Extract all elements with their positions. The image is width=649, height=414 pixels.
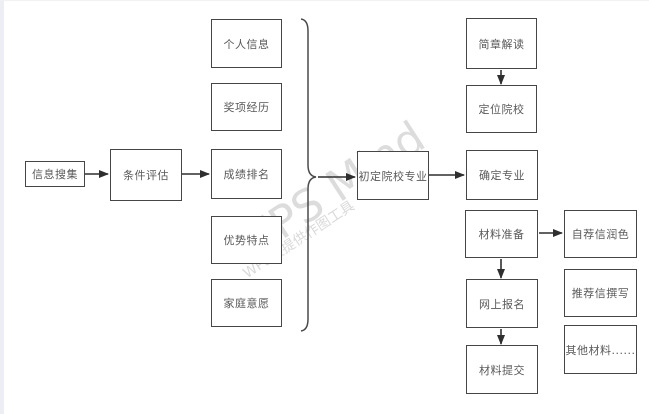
node-online-registration[interactable]: 网上报名 — [466, 279, 538, 328]
node-school-positioning[interactable]: 定位院校 — [466, 85, 537, 133]
node-grade-ranking[interactable]: 成绩排名 — [211, 149, 282, 199]
node-self-recommendation-polish[interactable]: 自荐信润色 — [564, 210, 637, 258]
node-strengths[interactable]: 优势特点 — [211, 216, 282, 264]
node-other-materials[interactable]: 其他材料...... — [564, 325, 637, 374]
node-material-preparation[interactable]: 材料准备 — [465, 210, 538, 258]
node-info-collection[interactable]: 信息搜集 — [25, 161, 85, 187]
node-condition-evaluation[interactable]: 条件评估 — [110, 149, 182, 201]
node-material-submission[interactable]: 材料提交 — [466, 345, 538, 394]
node-awards-experience[interactable]: 奖项经历 — [211, 83, 282, 131]
node-recommendation-writing[interactable]: 推荐信撰写 — [564, 269, 637, 317]
node-family-wishes[interactable]: 家庭意愿 — [211, 279, 282, 327]
node-personal-info[interactable]: 个人信息 — [211, 19, 282, 68]
node-preliminary-school-major[interactable]: 初定院校专业 — [357, 151, 429, 200]
node-major-confirmation[interactable]: 确定专业 — [466, 150, 538, 200]
node-brochure-interpretation[interactable]: 简章解读 — [466, 18, 537, 69]
